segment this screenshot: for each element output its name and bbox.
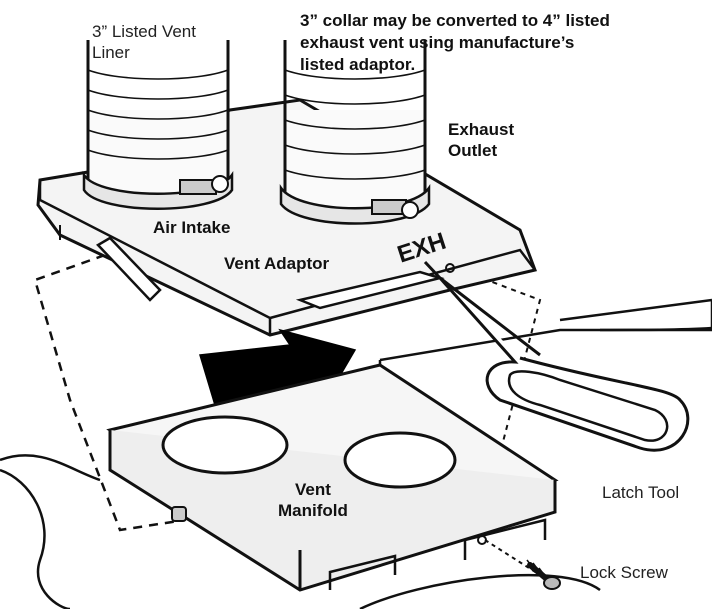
vent-manifold	[106, 363, 559, 592]
label-listed-vent-liner: 3” Listed Vent Liner	[92, 22, 196, 62]
latch-tool-hole	[445, 263, 455, 273]
label-collar-conversion-note: 3” collar may be converted to 4” listed …	[300, 11, 610, 75]
vent-adaptor-slot-left	[96, 236, 162, 302]
label-exhaust-outlet: Exhaust Outlet	[448, 120, 515, 160]
label-vent-adaptor: Vent Adaptor	[224, 254, 330, 273]
label-lock-screw: Lock Screw	[580, 563, 668, 582]
label-latch-tool: Latch Tool	[602, 483, 680, 502]
floor-outline	[0, 298, 712, 609]
exhaust-liner	[279, 40, 431, 225]
lock-screw	[526, 559, 561, 590]
label-air-intake: Air Intake	[153, 218, 231, 237]
label-vent-manifold: Vent Manifold	[278, 480, 348, 520]
lock-screw-guide	[484, 539, 541, 576]
latch-tool-handle-loop	[507, 370, 669, 442]
alignment-guide-left	[33, 253, 186, 532]
air-intake-liner	[82, 40, 234, 210]
